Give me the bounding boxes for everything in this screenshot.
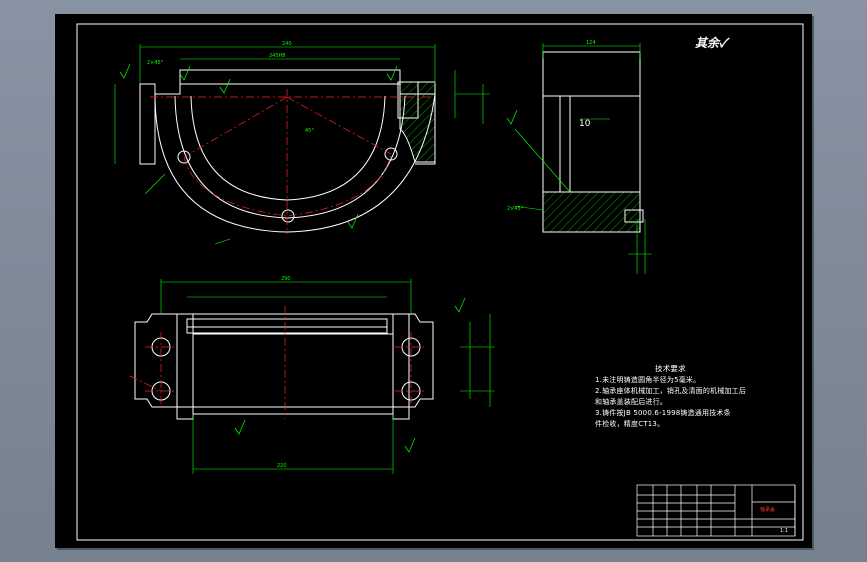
title-block [636, 484, 796, 537]
front-view [139, 69, 436, 233]
technical-notes: 技术要求 1.未注明铸造圆角半径为5毫米。 2.轴承座体机械加工，销孔及清面的机… [595, 363, 795, 430]
note-line: 件检收，精度CT13。 [595, 420, 665, 428]
notes-title: 技术要求 [655, 364, 686, 373]
dim-chamfer-right: 2×45° [507, 206, 524, 212]
dim-side-width: 124 [586, 40, 596, 46]
dim-top-width: 240 [282, 41, 292, 47]
note-line: 3.铸件按JB 5000.6-1998铸造通用技术条 [595, 409, 731, 417]
bolt-hole-right [384, 147, 398, 161]
note-line: 2.轴承座体机械加工，销孔及清面的机械加工后 [595, 387, 747, 395]
front-view-centerlines [150, 89, 430, 234]
note-line: 1.未注明铸造圆角半径为5毫米。 [595, 376, 701, 384]
bolt-hole-left [177, 150, 191, 164]
front-view-section-hatch [399, 81, 436, 163]
dim-top-inner: 245H8 [269, 53, 285, 59]
roughness-check-icon: ✓ [719, 36, 728, 50]
front-view-dimensions [114, 44, 490, 245]
dim-bottom-slot: 220 [277, 463, 287, 469]
sheet-border [76, 23, 804, 541]
dim-chamfer-left: 2×45° [147, 60, 164, 66]
bolt-hole-bottom [281, 209, 295, 223]
top-view-centerlines [129, 306, 427, 419]
note-line: 和轴承盖装配后进行。 [595, 398, 667, 406]
roughness-marks [119, 63, 518, 453]
top-view [134, 313, 434, 420]
stamp-text: 其余 [695, 36, 720, 50]
default-roughness-stamp: 其余✓ [695, 34, 727, 51]
drawing-sheet[interactable]: 240 245H8 2×45° 45° [55, 14, 812, 548]
dim-bottom-width: 290 [281, 276, 291, 282]
dim-side-tolerance: 10 [579, 119, 591, 129]
technical-drawing: 240 245H8 2×45° 45° [76, 23, 804, 541]
side-view-section-hatch [542, 191, 641, 233]
title-block-name: 轴承盖 [760, 507, 776, 513]
top-view-dimensions [160, 279, 495, 474]
title-block-scale: 1:1 [780, 528, 789, 534]
dim-angle: 45° [305, 128, 314, 134]
side-view-dimensions [512, 43, 652, 274]
